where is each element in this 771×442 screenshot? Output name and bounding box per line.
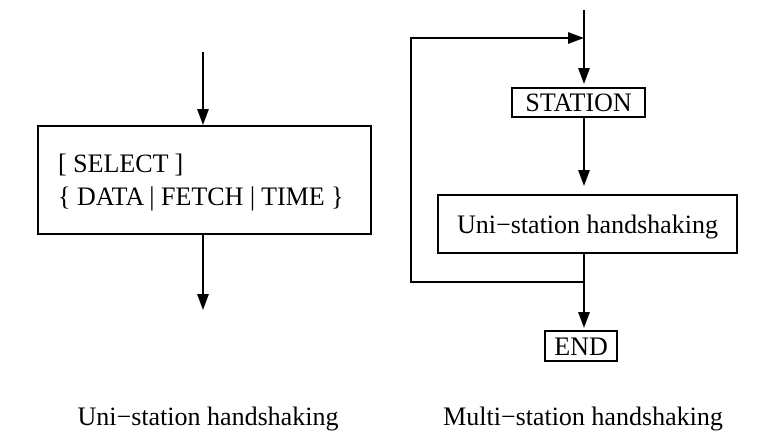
loop-left-connector (410, 37, 412, 283)
select-box-line1: [ SELECT ] (58, 149, 184, 178)
left-exit-connector (202, 235, 204, 294)
right-entry-arrowhead-icon (578, 68, 590, 84)
left-exit-arrowhead-icon (197, 294, 209, 310)
left-caption: Uni−station handshaking (77, 402, 339, 431)
right-caption: Multi−station handshaking (443, 402, 723, 431)
loop-top-connector (410, 37, 568, 39)
station-to-process-connector (583, 118, 585, 171)
process-to-end-connector (583, 254, 585, 313)
left-entry-arrowhead-icon (197, 109, 209, 125)
select-box: [ SELECT ] { DATA | FETCH | TIME } (37, 125, 372, 235)
station-to-process-arrowhead-icon (578, 170, 590, 186)
select-box-line2: { DATA | FETCH | TIME } (58, 182, 344, 211)
loop-bottom-connector (410, 281, 585, 283)
station-box: STATION (511, 87, 646, 118)
process-box-label: Uni−station handshaking (457, 209, 718, 239)
loop-arrowhead-icon (568, 32, 584, 44)
process-to-end-arrowhead-icon (578, 312, 590, 328)
end-box-label: END (554, 331, 608, 361)
end-box: END (544, 330, 618, 362)
station-box-label: STATION (525, 88, 632, 117)
process-box: Uni−station handshaking (437, 194, 738, 254)
left-entry-connector (202, 52, 204, 110)
right-entry-connector (583, 10, 585, 69)
